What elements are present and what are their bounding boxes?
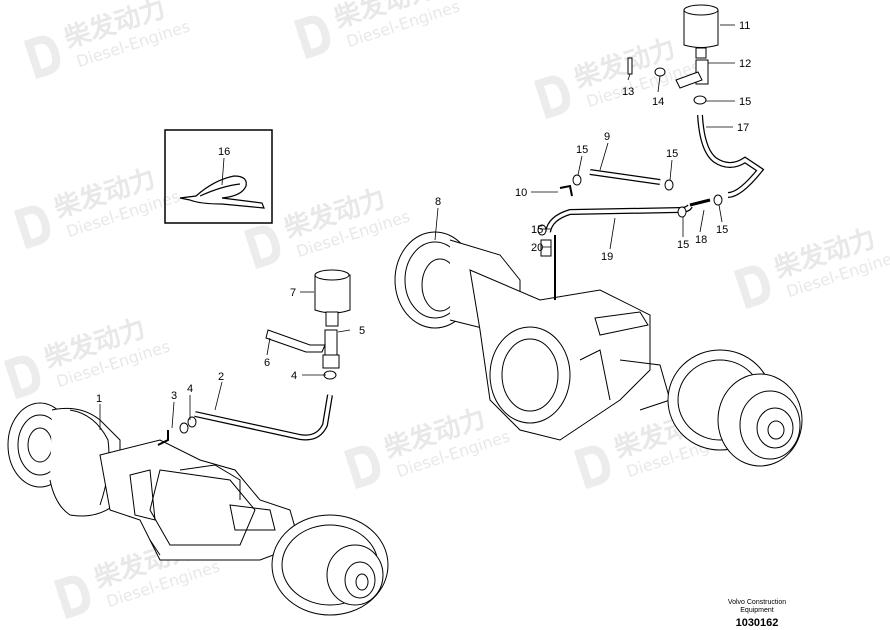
callout-9: 9 xyxy=(604,131,610,143)
cable-tie-inset xyxy=(164,129,273,224)
callout-15b: 15 xyxy=(576,144,588,156)
callout-16: 16 xyxy=(218,146,230,158)
callout-4b: 4 xyxy=(291,370,297,382)
drawing-footer: Volvo Construction Equipment 1030162 xyxy=(702,599,812,629)
callout-14: 14 xyxy=(652,96,664,108)
callout-20: 20 xyxy=(531,242,543,254)
callout-2: 2 xyxy=(218,371,224,383)
callout-15d: 15 xyxy=(531,224,543,236)
watermark-tile: 柴发动力 Diesel-Engines xyxy=(293,0,462,60)
brand-line-2: Equipment xyxy=(740,607,774,614)
callout-18: 18 xyxy=(695,234,707,246)
callout-15c: 15 xyxy=(666,148,678,160)
callout-6: 6 xyxy=(264,357,270,369)
callout-12: 12 xyxy=(739,58,751,70)
drawing-number: 1030162 xyxy=(735,617,779,629)
brand-line-1: Volvo Construction xyxy=(727,599,787,606)
callout-10: 10 xyxy=(515,187,527,199)
callout-15a: 15 xyxy=(739,96,751,108)
callout-11: 11 xyxy=(739,20,750,32)
callout-17: 17 xyxy=(737,122,749,134)
rear-axle-assembly xyxy=(394,4,803,467)
callout-15f: 15 xyxy=(716,224,728,236)
callout-3: 3 xyxy=(171,390,177,402)
watermark-tile: 柴发动力 Diesel-Engines xyxy=(23,0,192,80)
callout-5: 5 xyxy=(359,325,365,337)
callout-19: 19 xyxy=(601,251,613,263)
watermark-tile: 柴发动力 Diesel-Engines xyxy=(243,183,412,270)
callout-1: 1 xyxy=(96,393,102,405)
callout-13: 13 xyxy=(622,86,634,98)
callout-4: 4 xyxy=(187,383,193,395)
watermark-tile: 柴发动力 Diesel-Engines xyxy=(343,403,512,490)
callout-labels: 1 2 3 4 4 5 6 7 8 9 10 11 12 13 14 15 15… xyxy=(96,20,751,405)
leader-lines xyxy=(99,24,735,430)
callout-7: 7 xyxy=(290,287,296,299)
callout-15e: 15 xyxy=(677,239,689,251)
watermark-tile: 柴发动力 Diesel-Engines xyxy=(733,223,890,310)
callout-8: 8 xyxy=(435,196,441,208)
watermark-tile: 柴发动力 Diesel-Engines xyxy=(13,163,182,250)
front-axle-assembly xyxy=(7,269,389,616)
watermark-tile: 柴发动力 Diesel-Engines xyxy=(3,313,172,400)
watermark-tile: 柴发动力 Diesel-Engines xyxy=(533,33,702,120)
